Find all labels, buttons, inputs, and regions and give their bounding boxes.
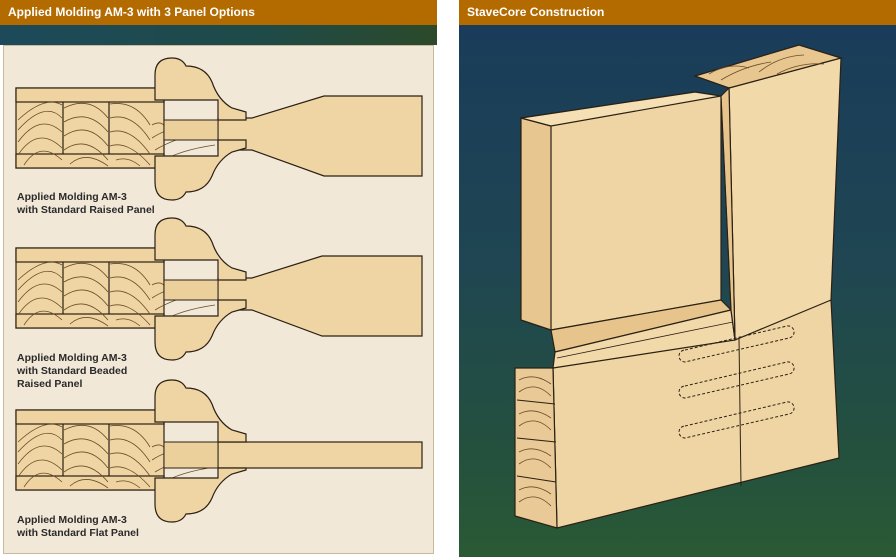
- caption-line: with Standard Raised Panel: [17, 204, 155, 216]
- caption-flat-panel: Applied Molding AM-3 with Standard Flat …: [17, 514, 177, 540]
- right-panel: StaveCore Construction: [459, 0, 896, 557]
- caption-line: Applied Molding AM-3: [17, 191, 127, 203]
- caption-raised-panel: Applied Molding AM-3 with Standard Raise…: [17, 191, 177, 217]
- caption-line: Applied Molding AM-3: [17, 352, 127, 364]
- left-header-stripe: [0, 25, 437, 45]
- section-raised-panel: [15, 57, 423, 201]
- stavecore-illustration: [514, 44, 844, 529]
- right-panel-header: StaveCore Construction: [459, 0, 896, 25]
- section-flat-panel: [15, 379, 423, 523]
- caption-line: with Standard Flat Panel: [17, 527, 139, 539]
- stave-stack: [514, 367, 558, 529]
- left-panel-header: Applied Molding AM-3 with 3 Panel Option…: [0, 0, 437, 25]
- caption-line: Applied Molding AM-3: [17, 514, 127, 526]
- caption-beaded-raised-panel: Applied Molding AM-3 with Standard Beade…: [17, 352, 177, 391]
- section-beaded-raised-panel: [15, 217, 423, 361]
- molding-diagrams: [15, 57, 423, 523]
- stile-top-endgrain: [693, 44, 844, 89]
- door-stile: [728, 57, 842, 341]
- caption-line: with Standard Beaded: [17, 365, 128, 377]
- dowels: [678, 325, 795, 439]
- left-panel: Applied Molding AM-3 with 3 Panel Option…: [0, 0, 437, 557]
- caption-line: Raised Panel: [17, 378, 83, 390]
